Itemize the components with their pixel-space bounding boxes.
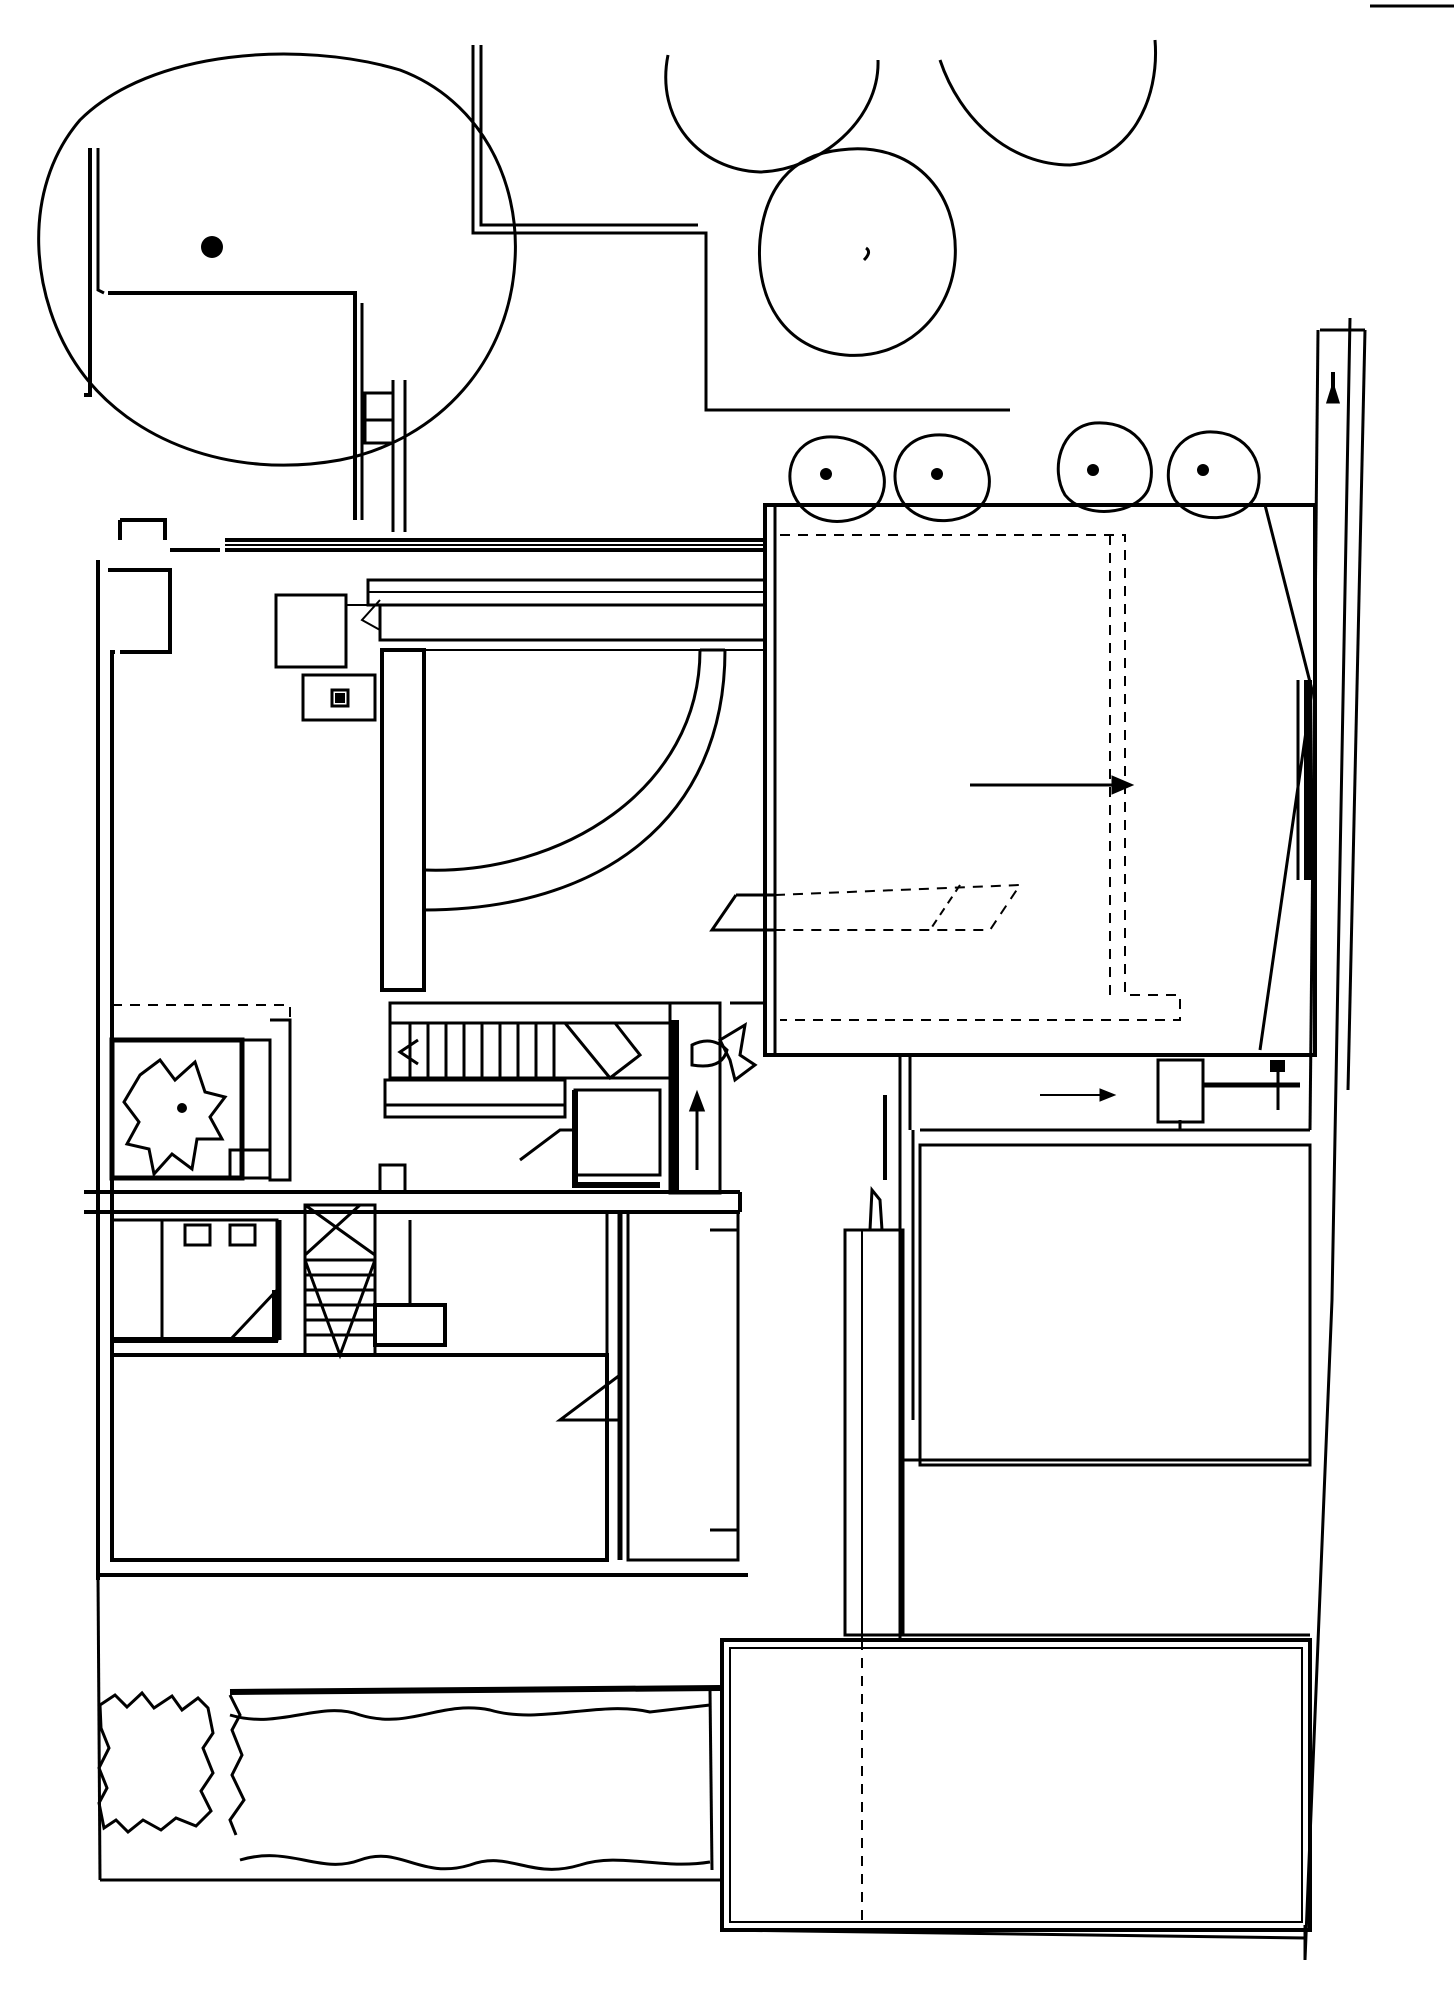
hedge-left bbox=[664, 54, 880, 174]
divider-wall bbox=[84, 1163, 742, 1214]
site-wall-left bbox=[84, 148, 92, 397]
garden-wall-stepped-inner bbox=[479, 45, 698, 227]
lower-room bbox=[98, 1210, 748, 1577]
living-room-block bbox=[709, 503, 1317, 1057]
site-garden bbox=[37, 39, 1261, 532]
site-wall-left-inner bbox=[96, 148, 105, 295]
hedge-right bbox=[938, 39, 1158, 167]
large-tree-canopy bbox=[37, 52, 517, 467]
central-hall bbox=[274, 578, 767, 992]
stair-core bbox=[383, 1001, 765, 1195]
inner-courtyard bbox=[109, 1004, 292, 1182]
courtyard-wall bbox=[108, 291, 357, 520]
tree-trunk-mark bbox=[862, 246, 871, 262]
medium-tree-canopy bbox=[757, 147, 957, 357]
property-edge-right bbox=[1303, 317, 1367, 1961]
outer-walls bbox=[96, 518, 765, 1580]
garden-step bbox=[363, 380, 407, 532]
front-hedge bbox=[96, 1574, 721, 1882]
garage-block bbox=[720, 1055, 1312, 1960]
garden-wall-stepped bbox=[471, 45, 1010, 412]
tree-row bbox=[788, 421, 1261, 523]
tree-trunk bbox=[201, 236, 223, 258]
kitchen-area bbox=[110, 1203, 447, 1360]
